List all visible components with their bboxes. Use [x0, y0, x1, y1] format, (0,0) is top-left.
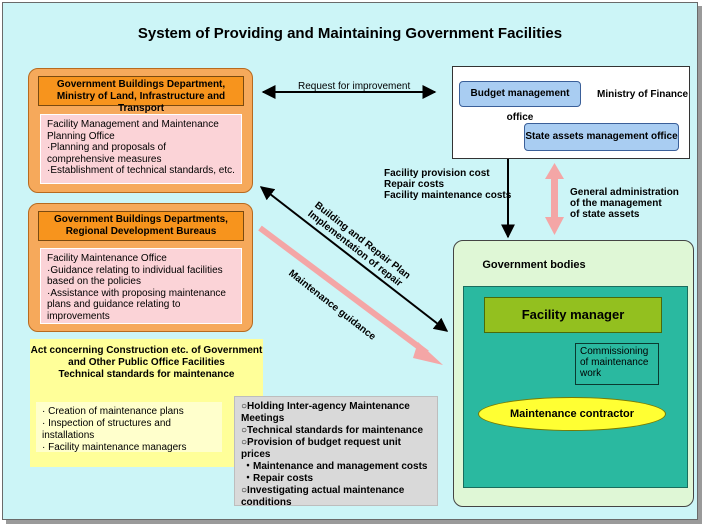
general-admin-label: General administration of the management… [570, 187, 679, 220]
commissioning-line: work [580, 368, 602, 379]
meetings-item: ○Provision of budget request unit prices [241, 437, 401, 460]
government-inner-box: Facility manager Commissioning of mainte… [463, 286, 688, 488]
act-items: · Creation of maintenance plans · Inspec… [36, 402, 222, 453]
budget-office: Budget management office [459, 81, 581, 123]
mlit-item: ·Planning and proposals of comprehensive… [47, 142, 166, 165]
commissioning-box: Commissioning of maintenance work [575, 343, 659, 385]
act-item: · Facility maintenance managers [42, 442, 187, 453]
act-item: · Creation of maintenance plans [42, 406, 184, 417]
state-assets-office: State assets management office [524, 123, 679, 151]
diagram-frame: System of Providing and Maintaining Gove… [2, 2, 698, 520]
act-box: Act concerning Construction etc. of Gove… [30, 339, 263, 467]
government-bodies-title: Government bodies [482, 259, 586, 271]
costs-line: Repair costs [384, 179, 445, 190]
mlit-office: Facility Management and Maintenance Plan… [47, 119, 219, 142]
costs-label: Facility provision cost Repair costs Fac… [384, 168, 511, 201]
meetings-item: ○Investigating actual maintenance condit… [241, 485, 405, 508]
costs-line: Facility provision cost [384, 168, 490, 179]
mlit-box: Government Buildings Department, Ministr… [28, 68, 253, 193]
general-admin-line: of the management [570, 198, 662, 209]
regional-header-text: Government Buildings Departments, Region… [54, 214, 228, 237]
commissioning-line: of maintenance [580, 357, 649, 368]
commissioning-line: Commissioning [580, 346, 649, 357]
building-plan-arrow [259, 186, 449, 332]
meetings-item: ○Holding Inter-agency Maintenance Meetin… [241, 401, 410, 424]
facility-manager: Facility manager [484, 297, 662, 333]
act-item: · Inspection of structures and installat… [42, 418, 171, 441]
meetings-item: ・Repair costs [243, 473, 314, 484]
regional-item: ·Guidance relating to individual facilit… [47, 264, 223, 288]
mlit-header-text: Government Buildings Department, Ministr… [56, 79, 226, 114]
mlit-header: Government Buildings Department, Ministr… [38, 76, 244, 114]
act-title-line: and Other Public Office Facilities [68, 357, 225, 368]
maintenance-contractor: Maintenance contractor [478, 397, 666, 431]
act-title-line: Act concerning Construction etc. of Gove… [30, 345, 263, 356]
government-bodies-box: Government bodies Facility manager Commi… [453, 240, 694, 507]
costs-line: Facility maintenance costs [384, 190, 512, 201]
general-admin-arrow [545, 163, 564, 235]
meetings-item: ・Maintenance and management costs [243, 461, 428, 472]
meetings-item: ○Technical standards for maintenance [241, 425, 424, 436]
regional-office: Facility Maintenance Office [47, 253, 167, 264]
act-title-line: Technical standards for maintenance [58, 369, 235, 380]
general-admin-line: General administration [570, 187, 679, 198]
mlit-office-box: Facility Management and Maintenance Plan… [40, 114, 242, 184]
regional-item: ·Assistance with proposing maintenance p… [47, 287, 226, 322]
guidance-arrow [258, 225, 443, 365]
regional-office-box: Facility Maintenance Office ·Guidance re… [40, 248, 242, 324]
finance-box: Budget management office Ministry of Fin… [452, 66, 690, 159]
mlit-item: ·Establishment of technical standards, e… [47, 165, 235, 176]
act-title: Act concerning Construction etc. of Gove… [30, 345, 263, 381]
request-label: Request for improvement [298, 81, 411, 92]
meetings-box: ○Holding Inter-agency Maintenance Meetin… [234, 396, 438, 508]
regional-header: Government Buildings Departments, Region… [38, 211, 244, 241]
diagram-title: System of Providing and Maintaining Gove… [137, 25, 563, 42]
ministry-of-finance-label: Ministry of Finance [597, 89, 689, 100]
general-admin-line: of state assets [570, 209, 640, 220]
regional-box: Government Buildings Departments, Region… [28, 203, 253, 332]
